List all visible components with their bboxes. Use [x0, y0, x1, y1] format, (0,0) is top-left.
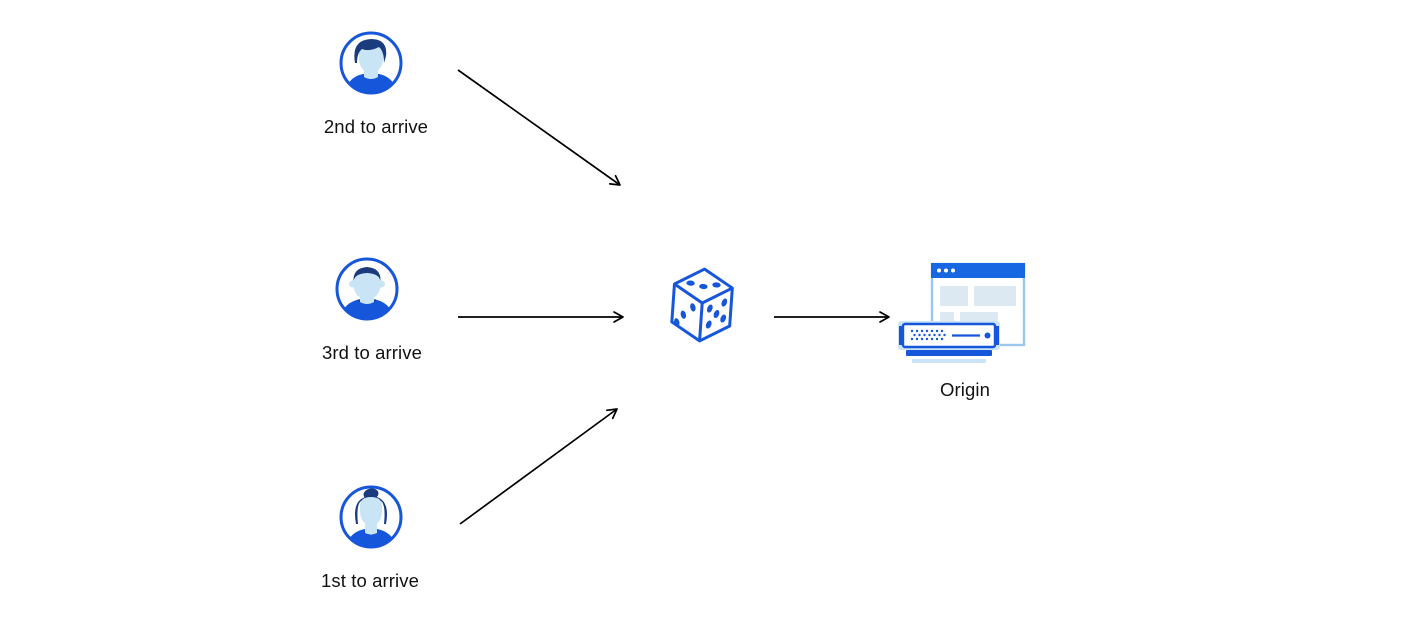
window-dots-icon — [937, 268, 955, 273]
node-user-third — [334, 256, 400, 322]
arrow-user-first-to-dice — [459, 408, 618, 525]
node-origin-label: Origin — [940, 379, 990, 400]
arrow-user-second-to-dice — [457, 69, 621, 186]
node-user-second — [338, 30, 404, 96]
node-user-first — [338, 484, 404, 550]
node-user-first-label: 1st to arrive — [321, 570, 419, 591]
server-led — [984, 332, 991, 339]
user-avatar-male-2-icon — [335, 257, 399, 321]
origin-server-icon — [898, 262, 1026, 363]
server-icon — [898, 321, 1000, 363]
server-vents — [910, 329, 946, 341]
user-avatar-male-icon — [339, 31, 403, 95]
node-origin — [896, 260, 1028, 366]
node-dice — [666, 264, 738, 354]
dice-icon — [670, 267, 734, 343]
node-user-third-label: 3rd to arrive — [321, 342, 422, 363]
node-user-second-label: 2nd to arrive — [323, 116, 429, 137]
user-avatar-female-icon — [339, 485, 403, 549]
